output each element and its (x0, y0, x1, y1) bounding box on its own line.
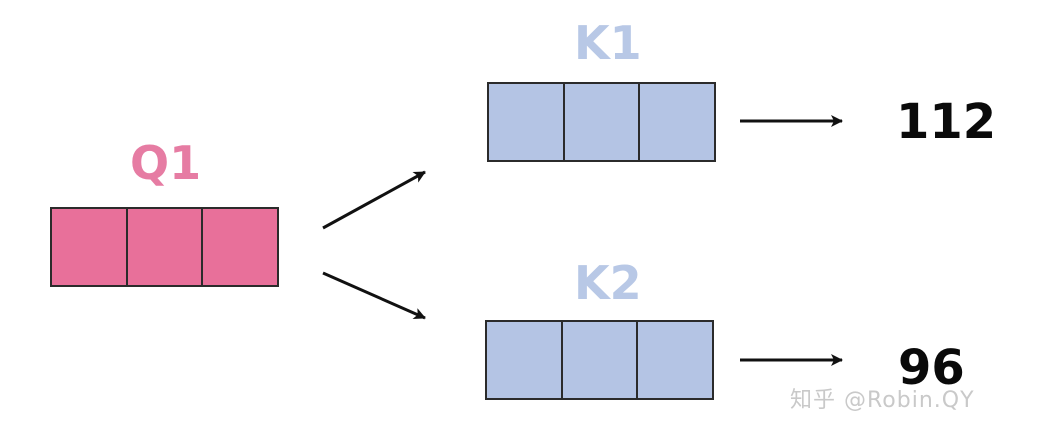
key1-cell (489, 84, 565, 160)
score-k2: 96 (898, 340, 965, 396)
key1-cell (640, 84, 715, 160)
key2-label: K2 (574, 256, 642, 310)
key2-vector (485, 320, 714, 400)
query-cell (203, 209, 278, 285)
key1-cell (564, 84, 641, 160)
watermark: 知乎 @Robin.QY (790, 388, 975, 413)
arrow-q1-to-k2 (322, 271, 426, 320)
key2-cell (562, 322, 639, 398)
key1-label: K1 (574, 16, 642, 70)
key1-vector (487, 82, 716, 162)
key2-cell (638, 322, 713, 398)
query-vector (50, 207, 279, 287)
query-cell (127, 209, 204, 285)
score-k1: 112 (896, 94, 997, 150)
query-label: Q1 (130, 136, 202, 190)
query-cell (52, 209, 128, 285)
arrow-q1-to-k1 (322, 170, 426, 230)
key2-cell (487, 322, 563, 398)
